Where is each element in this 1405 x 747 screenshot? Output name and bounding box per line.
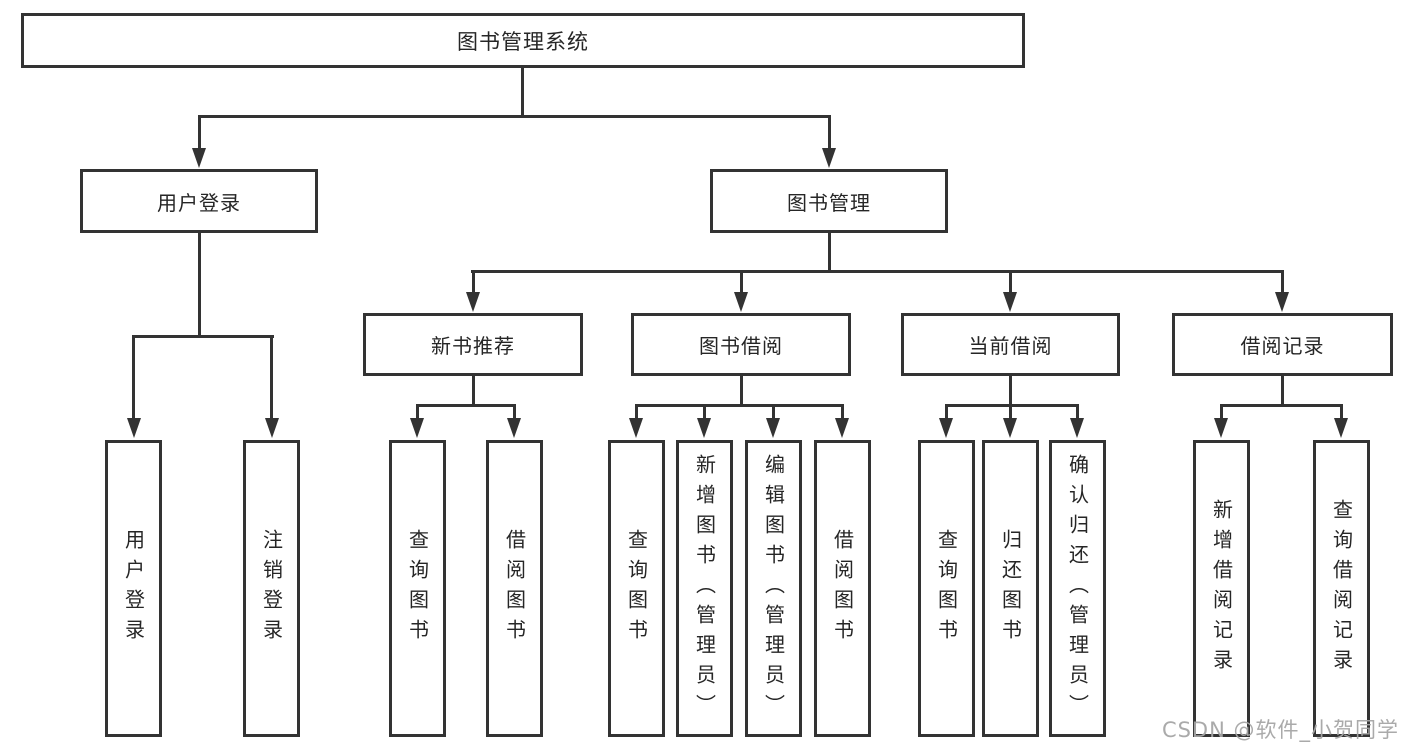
- leaf-label: 确认归还（管理员）: [1065, 453, 1090, 724]
- leaf-add-borrow-record: 新增借阅记录: [1193, 440, 1250, 737]
- arrow-down-icon: [1334, 418, 1348, 438]
- arrow-down-icon: [507, 418, 521, 438]
- connector-line: [1281, 376, 1284, 407]
- leaf-borrow-books: 借阅图书: [814, 440, 871, 737]
- leaf-label: 用户登录: [121, 528, 146, 649]
- arrow-down-icon: [466, 292, 480, 312]
- leaf-borrow-books: 借阅图书: [486, 440, 543, 737]
- connector-line: [1009, 376, 1012, 407]
- connector-line: [270, 337, 273, 423]
- arrow-down-icon: [1003, 418, 1017, 438]
- arrow-down-icon: [410, 418, 424, 438]
- connector-line: [198, 233, 201, 337]
- connector-line: [828, 233, 831, 273]
- node-book-management: 图书管理: [710, 169, 948, 233]
- leaf-label: 查询图书: [934, 528, 959, 649]
- leaf-label: 查询图书: [624, 528, 649, 649]
- arrow-down-icon: [127, 418, 141, 438]
- connector-line: [521, 68, 524, 118]
- leaf-add-book-admin: 新增图书（管理员）: [676, 440, 733, 737]
- connector-line: [472, 376, 475, 407]
- leaf-label: 查询图书: [405, 528, 430, 649]
- arrow-down-icon: [1214, 418, 1228, 438]
- connector-line: [841, 404, 844, 424]
- arrow-down-icon: [1003, 292, 1017, 312]
- connector-line: [1281, 272, 1284, 296]
- connector-line: [472, 272, 475, 296]
- leaf-label: 新增借阅记录: [1209, 498, 1234, 679]
- leaf-query-books: 查询图书: [918, 440, 975, 737]
- leaf-edit-book-admin: 编辑图书（管理员）: [745, 440, 802, 737]
- connector-line: [132, 337, 135, 423]
- leaf-label: 查询借阅记录: [1329, 498, 1354, 679]
- leaf-logout-login: 注销登录: [243, 440, 300, 737]
- connector-line: [1220, 404, 1343, 407]
- leaf-user-login: 用户登录: [105, 440, 162, 737]
- arrow-down-icon: [734, 292, 748, 312]
- connector-line: [828, 117, 831, 152]
- connector-line: [945, 404, 1079, 407]
- connector-line: [635, 404, 638, 424]
- watermark: CSDN @软件_小贺同学: [1161, 718, 1399, 742]
- arrow-down-icon: [697, 418, 711, 438]
- connector-line: [635, 404, 844, 407]
- connector-line: [1340, 404, 1343, 424]
- leaf-return-book: 归还图书: [982, 440, 1039, 737]
- arrow-down-icon: [265, 418, 279, 438]
- node-book-borrow: 图书借阅: [631, 313, 851, 376]
- node-new-book-recommend: 新书推荐: [363, 313, 583, 376]
- leaf-label: 归还图书: [998, 528, 1023, 649]
- connector-line: [772, 404, 775, 424]
- leaf-confirm-return-admin: 确认归还（管理员）: [1049, 440, 1106, 737]
- node-user-login: 用户登录: [80, 169, 318, 233]
- arrow-down-icon: [835, 418, 849, 438]
- leaf-query-books: 查询图书: [608, 440, 665, 737]
- connector-line: [198, 115, 831, 118]
- connector-line: [740, 376, 743, 407]
- connector-line: [1220, 404, 1223, 424]
- leaf-query-books: 查询图书: [389, 440, 446, 737]
- connector-line: [945, 404, 948, 424]
- arrow-down-icon: [629, 418, 643, 438]
- node-library-system: 图书管理系统: [21, 13, 1025, 68]
- connector-line: [1076, 404, 1079, 424]
- leaf-label: 借阅图书: [502, 528, 527, 649]
- leaf-label: 新增图书（管理员）: [692, 453, 717, 724]
- connector-line: [198, 117, 201, 152]
- arrow-down-icon: [1275, 292, 1289, 312]
- connector-line: [703, 404, 706, 424]
- leaf-label: 编辑图书（管理员）: [761, 453, 786, 724]
- connector-line: [132, 335, 274, 338]
- node-borrow-record: 借阅记录: [1172, 313, 1393, 376]
- arrow-down-icon: [766, 418, 780, 438]
- connector-line: [1009, 272, 1012, 296]
- leaf-query-borrow-record: 查询借阅记录: [1313, 440, 1370, 737]
- leaf-label: 注销登录: [259, 528, 284, 649]
- connector-line: [513, 404, 516, 424]
- connector-line: [471, 270, 1284, 273]
- arrow-down-icon: [1070, 418, 1084, 438]
- arrow-down-icon: [192, 148, 206, 168]
- connector-line: [416, 404, 419, 424]
- node-current-borrow: 当前借阅: [901, 313, 1120, 376]
- arrow-down-icon: [939, 418, 953, 438]
- connector-line: [416, 404, 516, 407]
- arrow-down-icon: [822, 148, 836, 168]
- leaf-label: 借阅图书: [830, 528, 855, 649]
- connector-line: [1009, 404, 1012, 424]
- connector-line: [740, 272, 743, 296]
